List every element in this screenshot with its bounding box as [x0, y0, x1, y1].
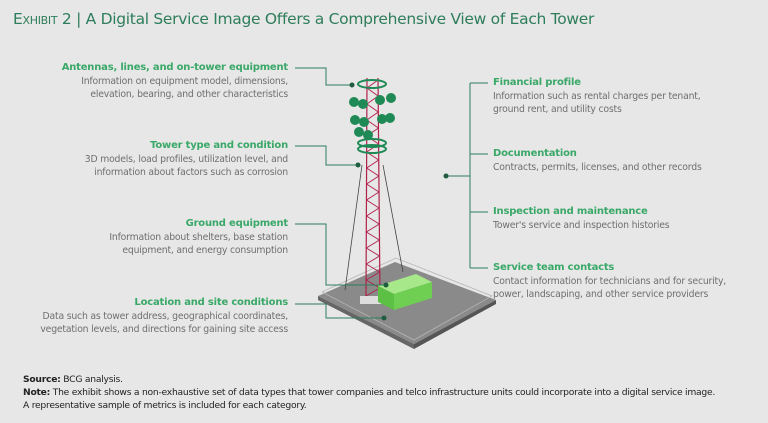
lattice-brace — [365, 263, 380, 273]
label-text: information about factors such as corros… — [94, 167, 288, 178]
lattice-brace — [365, 279, 381, 289]
label-ground-equipment: Ground equipment Information about shelt… — [109, 217, 288, 257]
label-heading: Location and site conditions — [134, 297, 288, 308]
label-heading: Financial profile — [493, 77, 581, 88]
label-text: Information on equipment model, dimensio… — [81, 76, 288, 87]
lattice-brace — [366, 215, 380, 225]
label-heading: Inspection and maintenance — [493, 206, 648, 217]
lattice-brace — [366, 167, 380, 177]
label-text: Information such as rental charges per t… — [493, 91, 701, 102]
lattice-brace — [366, 175, 380, 185]
lattice-brace — [366, 159, 379, 169]
label-inspection: Inspection and maintenance Tower's servi… — [493, 205, 670, 232]
label-heading: Ground equipment — [185, 218, 289, 229]
equipment-shelter — [378, 274, 432, 310]
lattice-brace — [365, 255, 380, 265]
label-text: power, landscaping, and other service pr… — [493, 289, 709, 300]
lattice-brace — [366, 199, 380, 209]
lattice-brace — [366, 231, 380, 241]
platform-edge — [318, 296, 414, 349]
tower-base — [360, 296, 386, 304]
antenna-array — [349, 79, 396, 154]
label-text: Information about shelters, base station — [109, 232, 288, 243]
lattice-brace — [366, 103, 379, 113]
lattice-brace — [366, 191, 380, 201]
label-text: ground rent, and utility costs — [493, 104, 622, 115]
label-text: Data such as tower address, geographical… — [42, 311, 289, 322]
label-service-team: Service team contacts Contact informatio… — [493, 261, 726, 301]
label-antennas: Antennas, lines, and on-tower equipment … — [61, 61, 289, 101]
label-documentation: Documentation Contracts, permits, licens… — [493, 147, 702, 174]
source-text: BCG analysis. — [63, 374, 123, 385]
title-text: A Digital Service Image Offers a Compreh… — [85, 10, 595, 28]
lattice-brace — [366, 223, 380, 233]
note-text: The exhibit shows a non-exhaustive set o… — [23, 387, 716, 411]
exhibit-number: Exhibit 2 — [13, 10, 72, 28]
label-text: Contracts, permits, licenses, and other … — [493, 162, 702, 173]
label-location: Location and site conditions Data such a… — [40, 296, 288, 336]
label-text: 3D models, load profiles, utilization le… — [84, 154, 288, 165]
connector-dots — [349, 82, 449, 321]
note-label: Note: — [23, 387, 51, 398]
lattice-brace — [366, 183, 380, 193]
connector-lines — [295, 67, 488, 319]
label-text: vegetation levels, and directions for ga… — [40, 324, 288, 335]
guy-wires — [344, 164, 404, 291]
lattice-brace — [366, 111, 379, 121]
lattice-brace — [366, 239, 380, 249]
lattice-brace — [365, 247, 380, 257]
footnotes: Source: BCG analysis. Note: The exhibit … — [23, 373, 723, 412]
tower-lattice — [365, 77, 381, 299]
fence — [321, 257, 493, 341]
label-text: equipment, and energy consumption — [122, 245, 288, 256]
lattice-brace — [366, 79, 379, 89]
label-financial: Financial profile Information such as re… — [493, 76, 701, 116]
exhibit-title: Exhibit 2 | A Digital Service Image Offe… — [13, 10, 594, 28]
lattice-brace — [365, 271, 380, 281]
label-text: Contact information for technicians and … — [493, 276, 727, 287]
label-heading: Service team contacts — [493, 262, 615, 273]
lattice-brace — [365, 287, 381, 297]
label-heading: Antennas, lines, and on-tower equipment — [61, 62, 289, 73]
label-text: Tower's service and inspection histories — [493, 220, 670, 231]
lattice-brace — [366, 207, 380, 217]
label-tower-type: Tower type and condition 3D models, load… — [85, 139, 288, 179]
label-heading: Documentation — [493, 148, 577, 159]
source-label: Source: — [23, 374, 61, 385]
label-text: elevation, bearing, and other characteri… — [90, 89, 288, 100]
lattice-brace — [366, 87, 379, 97]
title-separator: | — [76, 10, 82, 28]
label-heading: Tower type and condition — [150, 140, 288, 151]
